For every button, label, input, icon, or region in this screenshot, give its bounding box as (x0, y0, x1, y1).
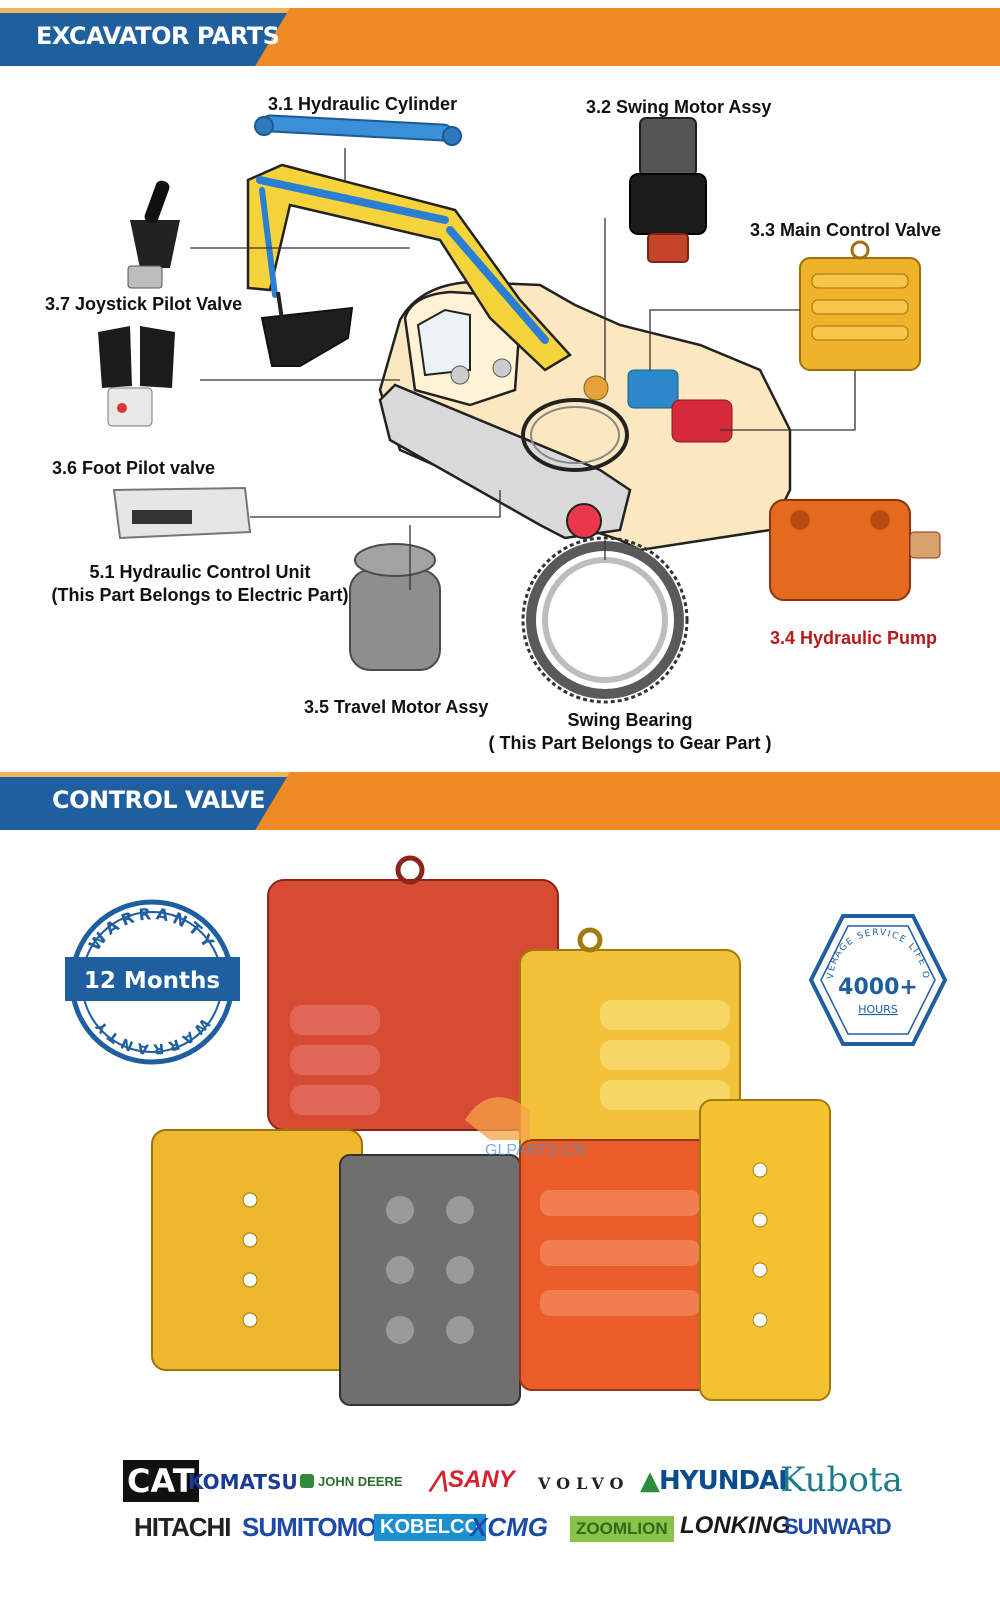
service-life-value: 4000+ (838, 975, 918, 1000)
brand-logo-sumitomo: SUMITOMO (242, 1512, 378, 1542)
brand-logo-xcmg: XCMG (470, 1512, 548, 1542)
boom-arm (246, 163, 572, 372)
hydraulic-control-unit-image (112, 486, 252, 540)
label-hydraulic-pump: 3.4 Hydraulic Pump (770, 628, 938, 648)
brand-logo-komatsu: KOMATSU (188, 1470, 298, 1494)
excavator-parts-banner: EXCAVATOR PARTS (0, 8, 1000, 66)
brand-logo-sany: ⋀SANY (430, 1466, 515, 1493)
label-main-control-valve: 3.3 Main Control Valve (750, 220, 942, 240)
excavator-body (378, 280, 792, 552)
foot-pilot-valve-image (98, 326, 175, 427)
service-life-unit: HOURS (858, 1003, 898, 1016)
hydraulic-pump-image (769, 499, 941, 601)
banner-tag (0, 772, 290, 830)
control-valves-image: GLPARTS.CN (151, 855, 831, 1406)
travel-motor-image (349, 543, 441, 671)
section-title: CONTROL VALVE (52, 786, 265, 814)
label-hydraulic-control-unit: 5.1 Hydraulic Control Unit (89, 562, 311, 582)
brand-logo-john-deere: JOHN DEERE (300, 1474, 403, 1489)
label-hydraulic-cylinder: 3.1 Hydraulic Cylinder (268, 94, 458, 114)
label-swing-motor: 3.2 Swing Motor Assy (586, 97, 772, 117)
hydraulic-cylinder-image (254, 114, 462, 146)
label-hydraulic-control-unit-note: (This Part Belongs to Electric Part) (51, 585, 349, 605)
label-joystick-pilot-valve: 3.7 Joystick Pilot Valve (45, 294, 243, 314)
excavator-diagram (98, 114, 941, 704)
watermark-text: GLPARTS.CN (485, 1142, 586, 1159)
swing-bearing-image (521, 536, 689, 704)
label-swing-bearing: Swing Bearing (567, 710, 693, 730)
brand-logo-kobelco: KOBELCO (374, 1514, 486, 1541)
brand-logo-sunward: SUNWARD (784, 1514, 892, 1539)
joystick-image (127, 180, 180, 289)
warranty-value: 12 Months (84, 968, 220, 994)
hyundai-icon: ▲ (640, 1466, 660, 1496)
main-control-valve-image (799, 240, 921, 371)
brand-logo-hitachi: HITACHI (134, 1512, 232, 1542)
label-travel-motor: 3.5 Travel Motor Assy (304, 697, 489, 717)
swing-motor-image (629, 117, 707, 263)
section-title: EXCAVATOR PARTS (36, 22, 280, 50)
leader-lines (190, 148, 856, 590)
label-swing-bearing-note: ( This Part Belongs to Gear Part ) (488, 733, 772, 753)
brand-logo-cat: CAT (123, 1460, 199, 1502)
sany-icon: ⋀ (430, 1467, 449, 1492)
brand-logo-kubota: Kubota (780, 1460, 903, 1500)
brand-logo-volvo: VOLVO (538, 1474, 630, 1493)
brand-logo-hyundai: ▲HYUNDAI (640, 1466, 788, 1496)
service-life-badge: AVERAGE SERVICE LIFE OF 4000+ HOURS (808, 910, 948, 1046)
label-foot-pilot-valve: 3.6 Foot Pilot valve (52, 458, 216, 478)
warranty-badge: WARRANTY WARRANTY 12 Months (65, 899, 240, 1065)
brand-logo-lonking: LONKING (680, 1512, 791, 1539)
banner-tag (0, 8, 290, 66)
brand-logo-zoomlion: ZOOMLION (570, 1516, 674, 1542)
control-valve-banner: CONTROL VALVE (0, 772, 1000, 830)
john-deere-icon (300, 1474, 314, 1488)
